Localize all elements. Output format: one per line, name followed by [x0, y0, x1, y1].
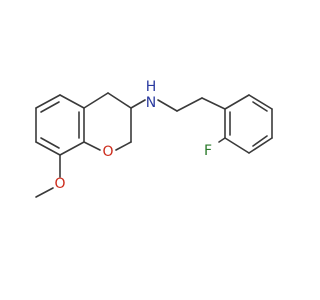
- double-bond-inner: [252, 101, 268, 112]
- bond: [201, 97, 226, 110]
- methoxy-oxygen-label: O: [54, 176, 65, 192]
- molecule-structure-diagram: O N H O F: [35, 79, 273, 198]
- bond: [59, 141, 85, 156]
- amine-hydrogen-label: H: [146, 79, 157, 95]
- bond: [35, 187, 54, 198]
- bond: [224, 137, 250, 154]
- bond: [115, 141, 132, 151]
- bond: [83, 92, 109, 109]
- bond: [218, 137, 226, 143]
- bond: [248, 94, 273, 110]
- ring-oxygen-label: O: [102, 144, 113, 160]
- bond: [35, 141, 61, 156]
- bond: [83, 141, 101, 151]
- bond: [130, 99, 146, 109]
- bond: [248, 137, 273, 154]
- double-bond-inner: [40, 137, 60, 149]
- fluorine-label: F: [204, 143, 212, 159]
- double-bond-inner: [40, 101, 60, 113]
- bond-layer: [35, 92, 273, 198]
- double-bond-inner: [252, 135, 268, 147]
- bond: [35, 94, 61, 109]
- amine-nitrogen-label: N: [146, 95, 156, 111]
- bond: [157, 99, 178, 112]
- bond: [59, 94, 85, 109]
- atom-label-layer: O N H O F: [54, 79, 212, 192]
- bond: [176, 97, 203, 112]
- bond: [107, 92, 132, 109]
- bond: [224, 94, 250, 110]
